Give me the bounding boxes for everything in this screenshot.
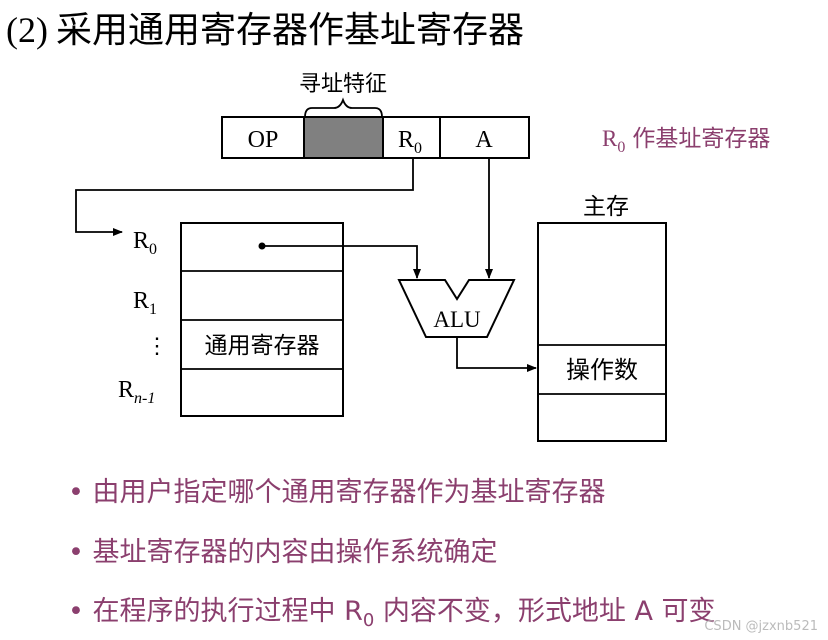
main-memory: 操作数 xyxy=(537,222,667,442)
alu-to-memory-line xyxy=(456,337,537,372)
operand-label: 操作数 xyxy=(566,356,638,384)
field-addr-label: A xyxy=(475,127,493,153)
memory-title: 主存 xyxy=(583,194,629,220)
bullet-1: • 由用户指定哪个通用寄存器作为基址寄存器 xyxy=(68,477,606,508)
field-reg-label: R0 xyxy=(398,127,422,157)
alu-label: ALU xyxy=(433,307,481,332)
brace-label: 寻址特征 xyxy=(299,72,387,97)
register-label-ellipsis: ⋮ xyxy=(146,333,168,358)
brace xyxy=(304,97,383,118)
field-op xyxy=(221,116,305,159)
register-label-r1: R1 xyxy=(133,288,157,318)
bullet-3: • 在程序的执行过程中 R0 内容不变，形式地址 A 可变 xyxy=(68,596,716,631)
field-addressing-mode xyxy=(303,116,384,159)
instruction-format: OP R0 A xyxy=(221,116,530,159)
title-prefix: (2) xyxy=(6,10,48,50)
register-label-rn-1: Rn-1 xyxy=(118,377,155,407)
title-text: 采用通用寄存器作基址寄存器 xyxy=(56,10,524,51)
register-file-label: 通用寄存器 xyxy=(205,333,320,359)
field-reg xyxy=(382,116,441,159)
page-title: (2)采用通用寄存器作基址寄存器 xyxy=(6,10,524,51)
r0-to-alu-line xyxy=(262,245,421,279)
watermark: CSDN @jzxnb521 xyxy=(704,619,818,634)
alu xyxy=(397,279,516,338)
bullet-2: • 基址寄存器的内容由操作系统确定 xyxy=(68,537,498,568)
field-op-label: OP xyxy=(248,127,279,153)
reg-select-line xyxy=(75,158,414,236)
register-file: 通用寄存器 xyxy=(180,222,344,417)
field-addr xyxy=(439,116,530,159)
register-label-r0: R0 xyxy=(133,228,157,258)
